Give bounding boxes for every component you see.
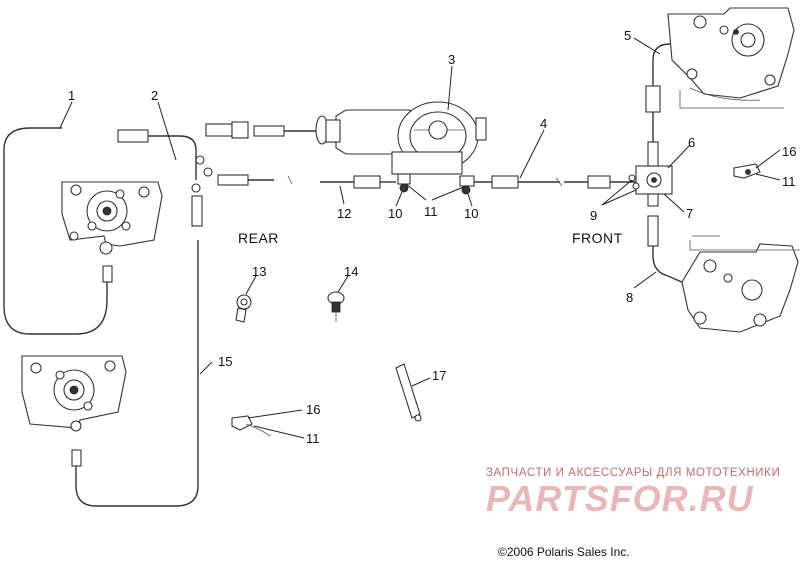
callout-4: 4	[540, 116, 547, 131]
rear-junction-2	[117, 129, 274, 227]
front-caliper-upper	[667, 7, 795, 109]
bracket-16-rear	[231, 415, 271, 437]
callout-10-left: 10	[388, 206, 402, 221]
clip-13	[235, 294, 252, 323]
callout-7: 7	[686, 206, 693, 221]
callout-1: 1	[68, 88, 75, 103]
master-cylinder-3	[315, 101, 487, 195]
callout-12: 12	[337, 206, 351, 221]
callout-15: 15	[218, 354, 232, 369]
clip-14	[327, 291, 345, 322]
master-feed-line	[205, 121, 340, 139]
callout-11-rear: 11	[306, 431, 320, 446]
zone-label-front: FRONT	[572, 230, 623, 246]
callout-16-front: 16	[782, 144, 796, 159]
zone-label-rear: REAR	[238, 230, 279, 246]
copyright-notice: ©2006 Polaris Sales Inc.	[498, 545, 630, 559]
callout-8: 8	[626, 290, 633, 305]
rear-hose-1	[3, 127, 108, 335]
callout-16-rear: 16	[306, 402, 320, 417]
watermark-tagline: ЗАПЧАСТИ И АКСЕССУАРЫ ДЛЯ МОТОТЕХНИКИ	[486, 467, 781, 479]
brake-line-12	[287, 175, 396, 189]
callout-3: 3	[448, 52, 455, 67]
callout-11-center: 11	[424, 204, 438, 219]
callout-6: 6	[688, 135, 695, 150]
tie-strap-17	[395, 363, 422, 422]
leader-lines	[59, 37, 781, 439]
callout-17: 17	[432, 368, 446, 383]
front-caliper-lower	[681, 235, 800, 333]
brake-line-4	[474, 175, 640, 189]
callout-14: 14	[344, 264, 358, 279]
callout-10-right: 10	[464, 206, 478, 221]
rear-caliper-lower	[21, 355, 127, 467]
bracket-16-front	[733, 163, 761, 179]
rear-caliper-upper	[61, 181, 163, 283]
callout-2: 2	[151, 88, 158, 103]
watermark-brand: PARTSFOR.RU	[486, 478, 754, 519]
callout-9: 9	[590, 208, 597, 223]
callout-numbers: 1 2 3 4 5 6 7 8 9 10 10 11 11 11 12 13 1…	[68, 28, 796, 446]
callout-13: 13	[252, 264, 266, 279]
front-splitter-6	[628, 35, 741, 291]
callout-11-front: 11	[782, 174, 796, 189]
rear-hose-15	[75, 240, 199, 507]
callout-5: 5	[624, 28, 631, 43]
